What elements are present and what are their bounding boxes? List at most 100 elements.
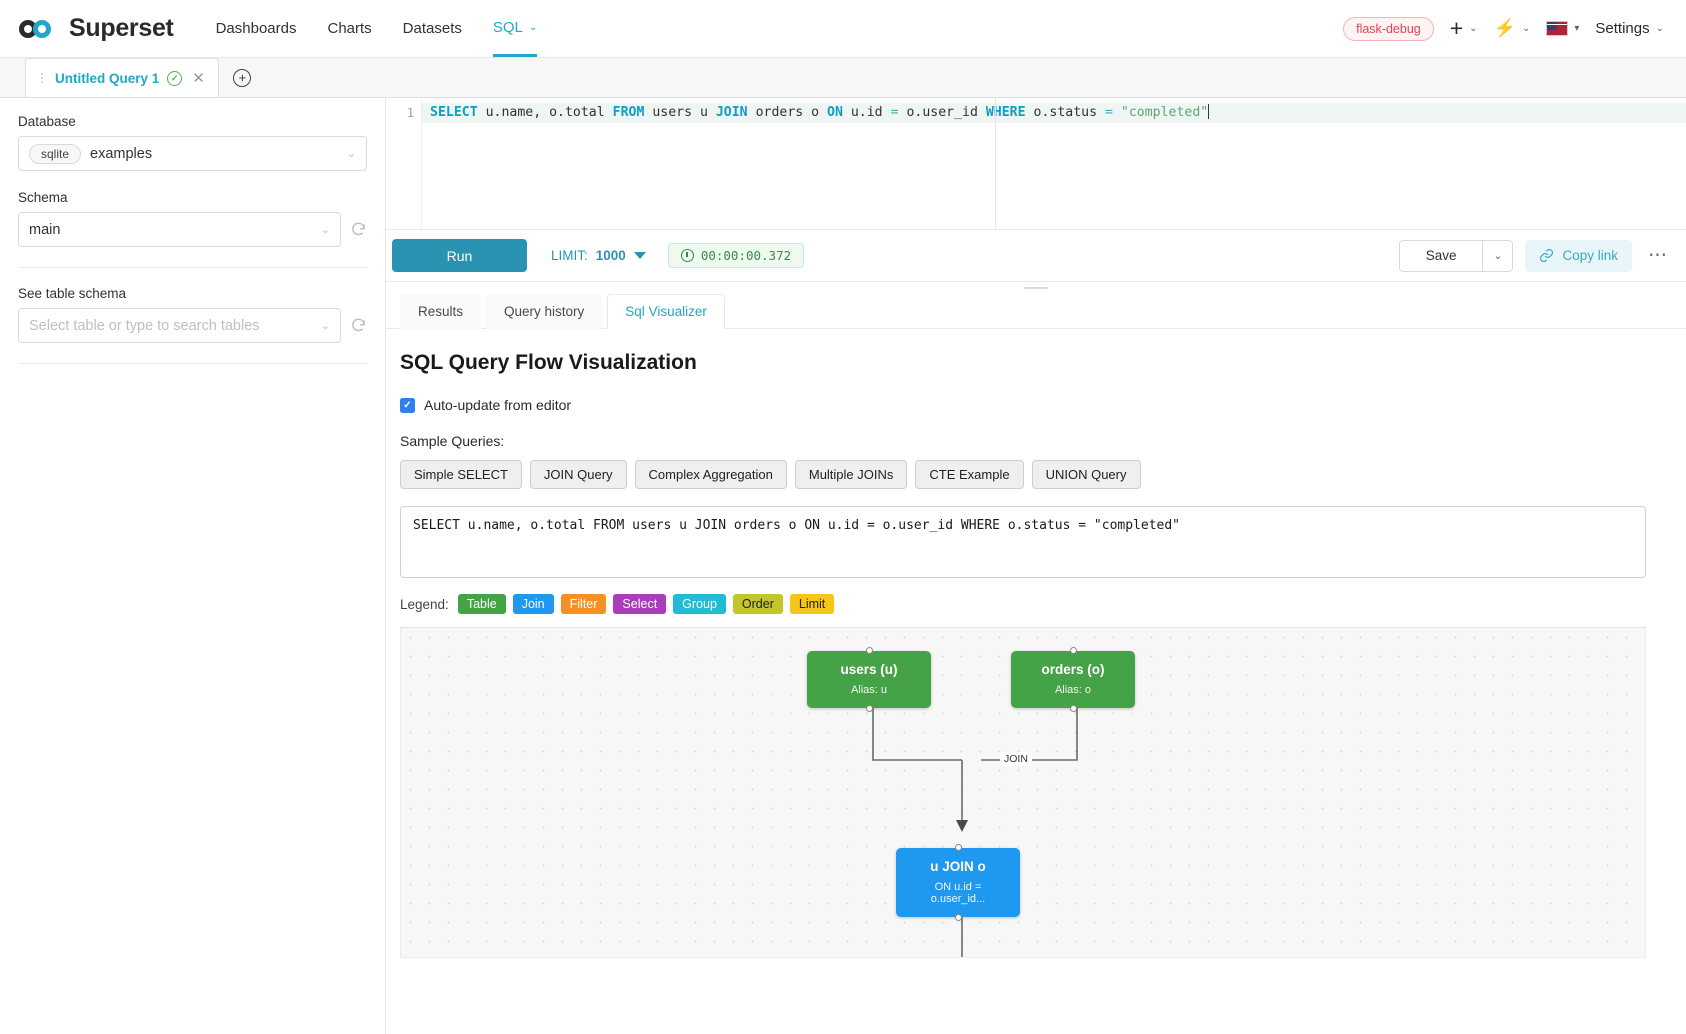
legend-divider [400, 627, 1646, 628]
schema-label: Schema [18, 190, 68, 205]
chevron-down-icon: ⌄ [1655, 23, 1664, 34]
node-handle-top[interactable] [954, 844, 962, 851]
sample-query-button-3[interactable]: Multiple JOINs [794, 460, 908, 489]
table-schema-label: See table schema [18, 286, 127, 301]
flow-node-subtitle: Alias: o [1054, 684, 1092, 696]
auto-update-row: ✓ Auto-update from editor [400, 397, 1646, 413]
save-button[interactable]: Save [1398, 239, 1484, 272]
edge-label-join: JOIN [1000, 752, 1032, 766]
chevron-down-icon: ⌄ [1521, 23, 1531, 34]
nav-item-dashboards[interactable]: Dashboards [215, 20, 297, 37]
triangle-down-icon: ▾ [1574, 23, 1580, 34]
sample-query-button-4[interactable]: CTE Example [915, 460, 1024, 489]
chevron-down-icon: ⌄ [320, 224, 330, 236]
new-item-menu[interactable]: + ⌄ [1450, 17, 1478, 40]
check-circle-icon: ✓ [167, 70, 183, 86]
chevron-down-icon: ⌄ [528, 21, 538, 33]
query-timer-value: 00:00:00.372 [700, 248, 792, 263]
node-handle-bottom[interactable] [1069, 705, 1077, 712]
clock-icon [680, 249, 694, 262]
top-navbar: Superset Dashboards Charts Datasets SQL … [0, 0, 1686, 58]
nav-item-sql[interactable]: SQL ⌄ [492, 0, 538, 57]
drag-handle-icon[interactable]: ⋮ [36, 71, 48, 85]
query-tab-title: Untitled Query 1 [55, 70, 160, 86]
splitter-grip [1024, 287, 1048, 289]
superset-logo[interactable]: Superset [18, 14, 174, 43]
tab-query-history[interactable]: Query history [486, 294, 603, 329]
main-nav: Dashboards Charts Datasets SQL ⌄ [216, 0, 538, 57]
flow-node-title: users (u) [840, 662, 898, 677]
node-handle-bottom[interactable] [954, 914, 962, 921]
sample-queries-label: Sample Queries: [400, 433, 505, 449]
us-flag-icon [1546, 21, 1569, 36]
schema-row: main ⌄ [18, 212, 367, 247]
limit-dropdown[interactable]: LIMIT: 1000 [551, 248, 646, 263]
tab-sql-visualizer[interactable]: Sql Visualizer [607, 294, 725, 329]
main-body: Database sqlite examples ⌄ Schema main ⌄… [0, 98, 1686, 1034]
table-search-input[interactable]: Select table or type to search tables ⌄ [18, 308, 341, 343]
link-icon [1540, 248, 1554, 263]
settings-label: Settings [1595, 20, 1650, 37]
bolt-menu[interactable]: ⚡ ⌄ [1494, 18, 1531, 39]
flow-canvas[interactable]: JOIN users (u)Alias: u orders (o)Alias: o… [400, 628, 1646, 958]
schema-select[interactable]: main ⌄ [18, 212, 341, 247]
result-tabs: Results Query history Sql Visualizer [386, 294, 1686, 329]
auto-update-checkbox[interactable]: ✓ [400, 397, 415, 413]
sample-query-button-0[interactable]: Simple SELECT [400, 460, 522, 489]
save-dropdown-button[interactable]: ⌄ [1483, 239, 1514, 272]
legend-chip-table: Table [457, 594, 506, 614]
query-tab-bar: ⋮ Untitled Query 1 ✓ ✕ + [0, 58, 1686, 98]
refresh-tables-icon[interactable] [350, 317, 367, 334]
query-tab-untitled-query-1[interactable]: ⋮ Untitled Query 1 ✓ ✕ [25, 58, 219, 97]
legend-chip-order: Order [732, 594, 783, 614]
nav-item-charts[interactable]: Charts [327, 20, 372, 37]
sql-editor[interactable]: 1 SELECT u.name, o.total FROM users u JO… [386, 98, 1686, 230]
table-search-placeholder: Select table or type to search tables [29, 317, 260, 334]
sql-input-textarea[interactable] [400, 506, 1646, 578]
database-label: Database [18, 114, 76, 129]
settings-menu[interactable]: Settings ⌄ [1595, 20, 1664, 37]
sample-query-button-5[interactable]: UNION Query [1031, 460, 1141, 489]
add-query-tab-button[interactable]: + [219, 58, 266, 97]
panel-splitter[interactable] [386, 282, 1686, 294]
sample-query-button-2[interactable]: Complex Aggregation [634, 460, 787, 489]
left-sidebar: Database sqlite examples ⌄ Schema main ⌄… [0, 98, 386, 1034]
legend-chip-filter: Filter [560, 594, 607, 614]
flow-node-users[interactable]: users (u)Alias: u [807, 647, 931, 712]
sql-visualizer-panel: SQL Query Flow Visualization ✓ Auto-upda… [386, 329, 1686, 1034]
chevron-down-icon: ⌄ [346, 148, 356, 160]
save-button-group: Save ⌄ [1398, 239, 1514, 272]
editor-code-area[interactable]: SELECT u.name, o.total FROM users u JOIN… [422, 98, 1686, 229]
flask-debug-badge: flask-debug [1343, 16, 1434, 41]
copy-link-button[interactable]: Copy link [1525, 239, 1632, 272]
legend-chip-join: Join [512, 594, 554, 614]
node-handle-top[interactable] [1069, 647, 1077, 654]
run-button[interactable]: Run [392, 239, 527, 272]
language-selector[interactable]: ▾ [1546, 21, 1579, 36]
editor-column-marker [995, 98, 996, 229]
flow-node-orders[interactable]: orders (o)Alias: o [1011, 647, 1135, 712]
limit-value: 1000 [595, 248, 626, 263]
infinity-logo-icon [18, 16, 60, 42]
tab-results[interactable]: Results [400, 294, 482, 329]
node-handle-bottom[interactable] [865, 705, 873, 712]
nav-item-datasets[interactable]: Datasets [402, 20, 462, 37]
nav-item-sql-label: SQL [492, 18, 523, 36]
database-value: examples [90, 145, 153, 162]
sidebar-divider [18, 267, 367, 268]
sidebar-divider-2 [18, 363, 367, 364]
flow-node-subtitle: ON u.id = o.user_id... [930, 881, 986, 905]
editor-panel: 1 SELECT u.name, o.total FROM users u JO… [386, 98, 1686, 1034]
plus-circle-icon: + [233, 68, 252, 87]
close-icon[interactable]: ✕ [192, 70, 205, 87]
database-select[interactable]: sqlite examples ⌄ [18, 136, 367, 171]
refresh-schema-icon[interactable] [350, 221, 367, 238]
triangle-down-icon [633, 252, 646, 259]
table-schema-row: Select table or type to search tables ⌄ [18, 308, 367, 343]
sample-query-button-1[interactable]: JOIN Query [529, 460, 627, 489]
more-options-icon[interactable]: ⋯ [1648, 245, 1668, 266]
node-handle-top[interactable] [865, 647, 873, 654]
